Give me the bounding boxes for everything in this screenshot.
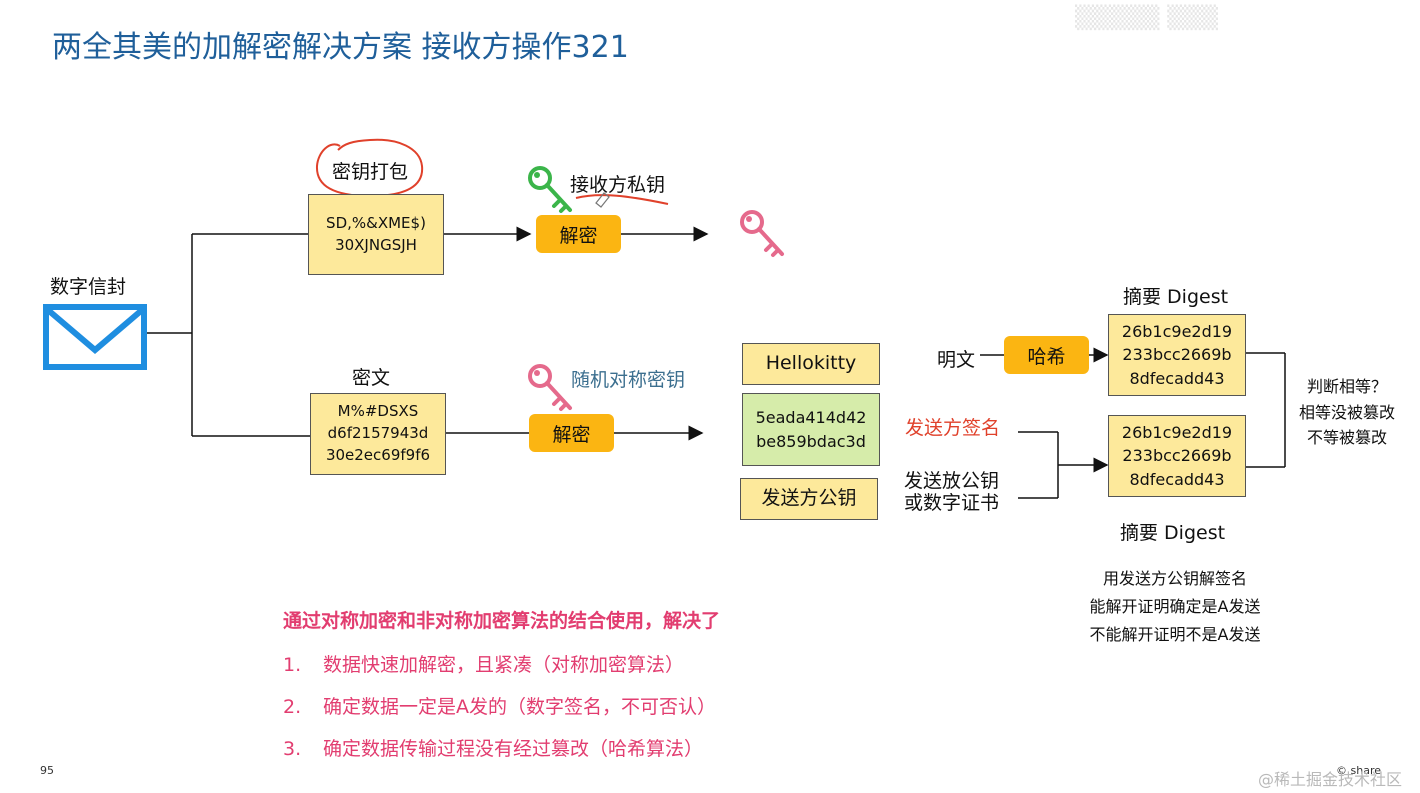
sender-public-key-line: 或数字证书 <box>904 491 1000 514</box>
summary-item: 1. 数据快速加解密，且紧凑（对称加密算法） <box>283 650 684 677</box>
digest-line: 8dfecadd43 <box>1129 368 1225 388</box>
compare-note: 判断相等？ 相等没被篡改 不等被篡改 <box>1292 374 1402 451</box>
compare-note-line: 相等没被篡改 <box>1298 402 1395 422</box>
sender-public-key-box: 发送方公钥 <box>740 478 878 520</box>
share-label: © share <box>1336 764 1381 777</box>
digest-bottom-box: 26b1c9e2d19 233bcc2669b 8dfecadd43 <box>1108 415 1246 497</box>
decrypt-top-step: 解密 <box>536 215 621 253</box>
signature-box: 5eada414d42 be859bdac3d <box>742 393 880 466</box>
decrypt-bottom-step: 解密 <box>529 414 614 452</box>
key-icon <box>526 362 574 418</box>
key-pack-line: 30XJNGSJH <box>335 235 417 254</box>
summary-item-number: 3. <box>283 738 302 760</box>
ciphertext-label: 密文 <box>352 367 391 389</box>
digest-line: 26b1c9e2d19 <box>1121 423 1233 443</box>
plain-label: 明文 <box>937 349 976 371</box>
key-pack-line: SD,%&XME$) <box>326 213 426 232</box>
random-symmetric-key-label: 随机对称密钥 <box>571 369 686 391</box>
page-number: 95 <box>40 764 54 777</box>
summary-item-number: 1. <box>283 654 302 676</box>
key-icon <box>738 208 786 264</box>
plaintext-box: Hellokitty <box>742 343 880 385</box>
summary-item: 2. 确定数据一定是A发的（数字签名，不可否认） <box>283 692 716 719</box>
receiver-private-key-label: 接收方私钥 <box>570 174 666 196</box>
digest-top-label: 摘要 Digest <box>1123 286 1229 308</box>
hash-step: 哈希 <box>1004 336 1089 374</box>
verify-note: 用发送方公钥解签名 能解开证明确定是A发送 不能解开证明不是A发送 <box>1072 565 1278 649</box>
digest-top-box: 26b1c9e2d19 233bcc2669b 8dfecadd43 <box>1108 314 1246 396</box>
key-icon <box>526 164 574 220</box>
summary-item-text: 确定数据传输过程没有经过篡改（哈希算法） <box>323 738 704 760</box>
summary-item: 3. 确定数据传输过程没有经过篡改（哈希算法） <box>283 734 703 761</box>
verify-note-line: 不能解开证明不是A发送 <box>1089 625 1261 644</box>
watermark: @稀土掘金技术社区 <box>1258 770 1403 789</box>
digest-line: 233bcc2669b <box>1122 446 1232 466</box>
signature-line: 5eada414d42 <box>755 408 867 428</box>
ciphertext-line: M%#DSXS <box>337 402 419 421</box>
sender-public-key-label: 发送放公钥 或数字证书 <box>904 470 1000 515</box>
digest-bottom-label: 摘要 Digest <box>1120 522 1226 544</box>
key-pack-label: 密钥打包 <box>332 161 409 183</box>
key-pack-box: SD,%&XME$) 30XJNGSJH <box>308 194 444 275</box>
digest-line: 233bcc2669b <box>1122 345 1232 365</box>
verify-note-line: 能解开证明确定是A发送 <box>1089 597 1261 616</box>
ciphertext-line: d6f2157943d <box>327 424 429 443</box>
summary-item-number: 2. <box>283 696 302 718</box>
envelope-label: 数字信封 <box>50 276 127 298</box>
compare-note-line: 判断相等？ <box>1306 377 1387 396</box>
digest-line: 8dfecadd43 <box>1129 469 1225 489</box>
logo-watermark: ▒▒▒▒▒ ▒▒▒ <box>1075 6 1219 31</box>
digest-line: 26b1c9e2d19 <box>1121 322 1233 342</box>
envelope-icon <box>43 304 147 374</box>
summary-item-text: 数据快速加解密，且紧凑（对称加密算法） <box>323 654 685 676</box>
ciphertext-box: M%#DSXS d6f2157943d 30e2ec69f9f6 <box>310 393 446 475</box>
compare-note-line: 不等被篡改 <box>1306 428 1387 448</box>
signature-line: be859bdac3d <box>756 431 866 451</box>
summary-title: 通过对称加密和非对称加密算法的结合使用，解决了 <box>283 610 721 632</box>
verify-note-line: 用发送方公钥解签名 <box>1102 569 1247 588</box>
summary-item-text: 确定数据一定是A发的（数字签名，不可否认） <box>323 696 716 718</box>
sender-public-key-line: 发送放公钥 <box>904 470 1000 492</box>
sender-signature-label: 发送方签名 <box>905 417 1001 439</box>
ciphertext-line: 30e2ec69f9f6 <box>325 445 431 464</box>
page-title: 两全其美的加解密解决方案 接收方操作321 <box>52 30 629 65</box>
